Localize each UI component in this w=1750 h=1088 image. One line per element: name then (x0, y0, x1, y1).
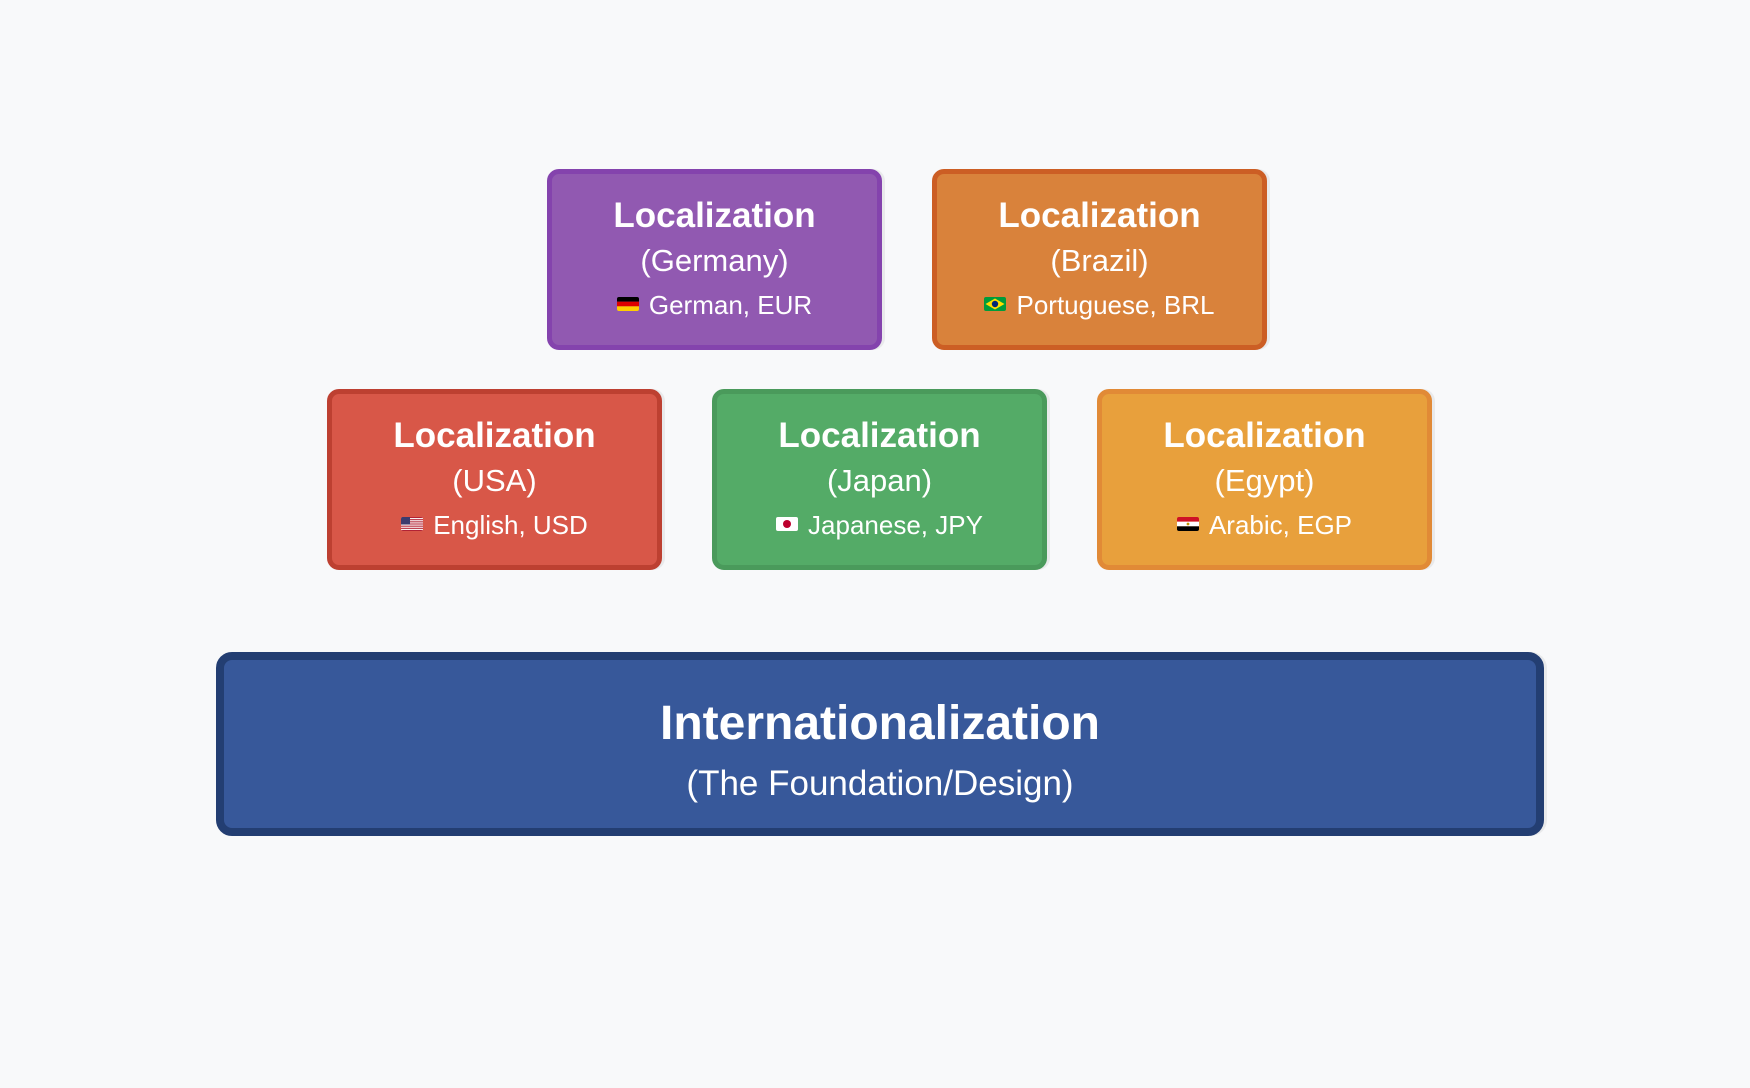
localization-language-currency: English, USD (332, 510, 657, 540)
localization-language-currency: German, EUR (552, 290, 877, 320)
brazil-flag-icon (984, 297, 1007, 312)
egypt-flag-icon (1176, 517, 1199, 532)
localization-region: (Germany) (640, 243, 789, 278)
localization-title: Localization (393, 416, 596, 455)
localization-box-egypt: Localization (Egypt) Arabic, EGP (1097, 389, 1432, 570)
localization-title: Localization (613, 196, 816, 235)
japan-flag-icon (776, 517, 799, 532)
localization-region: (Japan) (826, 463, 933, 498)
germany-flag-icon (616, 297, 639, 312)
foundation-box: Internationalization (The Foundation/Des… (216, 652, 1544, 836)
foundation-title: Internationalization (659, 697, 1100, 750)
foundation-subtitle: (The Foundation/Design) (686, 764, 1074, 803)
localization-title: Localization (1163, 416, 1366, 455)
localization-box-germany: Localization (Germany) German, EUR (547, 169, 882, 350)
language-currency-text: German, EUR (648, 290, 813, 320)
usa-flag-icon (401, 517, 424, 532)
localization-region: (USA) (452, 463, 537, 498)
localization-region: (Brazil) (1050, 243, 1149, 278)
localization-title: Localization (778, 416, 981, 455)
localization-box-japan: Localization (Japan) Japanese, JPY (712, 389, 1047, 570)
localization-language-currency: Arabic, EGP (1102, 510, 1427, 540)
language-currency-text: Portuguese, BRL (1016, 290, 1215, 320)
localization-box-brazil: Localization (Brazil) Portuguese, BRL (932, 169, 1267, 350)
language-currency-text: English, USD (433, 510, 588, 540)
localization-box-usa: Localization (USA) English, USD (327, 389, 662, 570)
localization-title: Localization (998, 196, 1201, 235)
localization-language-currency: Japanese, JPY (717, 510, 1042, 540)
language-currency-text: Arabic, EGP (1208, 510, 1353, 540)
language-currency-text: Japanese, JPY (808, 510, 983, 540)
localization-region: (Egypt) (1214, 463, 1315, 498)
localization-language-currency: Portuguese, BRL (937, 290, 1262, 320)
